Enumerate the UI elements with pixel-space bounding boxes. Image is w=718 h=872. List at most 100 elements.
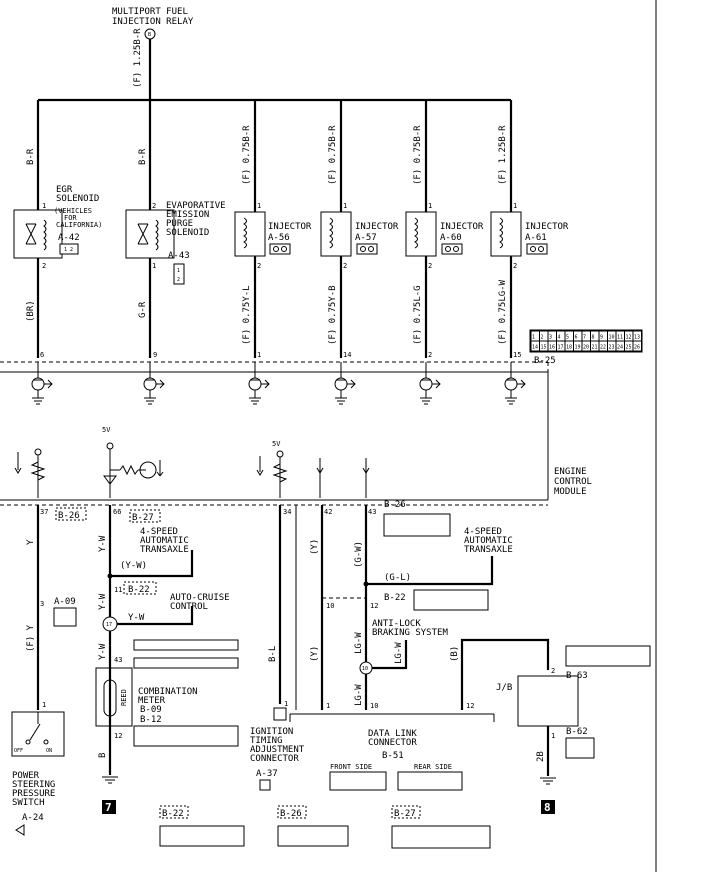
svg-text:2: 2 bbox=[513, 262, 517, 270]
svg-text:B-26: B-26 bbox=[58, 511, 80, 521]
b25-pin-number: 2 bbox=[541, 335, 544, 341]
egr-label-1: EGR bbox=[56, 185, 73, 195]
egr-note-2: FOR bbox=[64, 214, 77, 222]
purge-connector: A-43 bbox=[168, 251, 190, 261]
at-label-3: TRANSAXLE bbox=[140, 545, 189, 555]
wire-b: B bbox=[98, 753, 108, 758]
svg-text:7: 7 bbox=[105, 801, 112, 814]
ps-label-4: SWITCH bbox=[12, 798, 45, 808]
injector-4-connector: A-61 bbox=[525, 233, 547, 243]
b22b-face bbox=[413, 589, 489, 611]
wire-label-inj3-top: (F) 0.75B-R bbox=[413, 125, 423, 185]
b12-face bbox=[133, 725, 239, 747]
b25-pin-number: 18 bbox=[566, 345, 572, 351]
ecm-pin-egr: 6 bbox=[40, 351, 44, 359]
svg-text:B-22: B-22 bbox=[162, 809, 184, 819]
ground-ref-8 bbox=[541, 800, 555, 814]
cm-label-1: COMBINATION bbox=[138, 687, 198, 697]
b25-pin-number: 1 bbox=[532, 335, 535, 341]
abs-label-2: BRAKING SYSTEM bbox=[372, 628, 448, 638]
wire-gw: (G-W) bbox=[354, 541, 364, 568]
b25-pin-number: 10 bbox=[609, 335, 615, 341]
acc-label-2: CONTROL bbox=[170, 602, 208, 612]
b25-pin-number: 13 bbox=[634, 335, 640, 341]
dlc-front-face bbox=[329, 771, 387, 791]
ecm-pin-inj2: 14 bbox=[343, 351, 351, 359]
it-label-4: CONNECTOR bbox=[250, 754, 299, 764]
injector-1-connector: A-56 bbox=[268, 233, 290, 243]
wire-y: Y bbox=[26, 539, 36, 545]
svg-text:1: 1 bbox=[513, 202, 517, 210]
b25-pin-number: 7 bbox=[583, 335, 586, 341]
b26b-face bbox=[383, 513, 451, 537]
cm-connector-2: B-12 bbox=[140, 715, 162, 725]
svg-text:2: 2 bbox=[428, 262, 432, 270]
purge-wire-gr: G-R bbox=[138, 301, 148, 318]
relay-title-line1: MULTIPORT FUEL bbox=[112, 7, 188, 17]
bottom-connector-b26: B-26 bbox=[277, 805, 349, 847]
svg-text:1: 1 bbox=[343, 202, 347, 210]
b25-pin-number: 23 bbox=[609, 345, 615, 351]
pin-dl12: 12 bbox=[466, 702, 474, 710]
combination-meter: REED bbox=[95, 667, 133, 727]
fuel-injection-relay: MULTIPORT FUEL INJECTION RELAY B (F) 1.2… bbox=[112, 7, 194, 88]
driver-transistor-icon bbox=[248, 362, 270, 405]
cm-connector-1: B-09 bbox=[140, 705, 162, 715]
pin-dl1: 1 bbox=[326, 702, 330, 710]
svg-text:8: 8 bbox=[544, 801, 551, 814]
svg-text:10: 10 bbox=[362, 666, 368, 672]
b25-pin-number: 15 bbox=[541, 345, 547, 351]
egr-label-2: SOLENOID bbox=[56, 194, 99, 204]
abs-label-1: ANTI-LOCK bbox=[372, 619, 421, 629]
egr-wire-br: (BR) bbox=[26, 300, 36, 322]
wire-y2: (Y) bbox=[310, 646, 320, 662]
svg-text:17: 17 bbox=[106, 622, 112, 628]
b09-face-2 bbox=[133, 657, 239, 669]
injector-1-label: INJECTOR bbox=[268, 222, 312, 232]
svg-text:1: 1 bbox=[257, 202, 261, 210]
pin-ps: 1 bbox=[42, 701, 46, 709]
ps-label-2: STEERING bbox=[12, 780, 55, 790]
at-label-2: AUTOMATIC bbox=[140, 536, 189, 546]
ground-icon-7 bbox=[102, 776, 118, 784]
injector-2-label: INJECTOR bbox=[355, 222, 399, 232]
wire-label-purge-br: B-R bbox=[138, 148, 148, 165]
svg-text:1: 1 bbox=[428, 202, 432, 210]
power-steering-switch: OFF ON bbox=[11, 711, 65, 757]
svg-text:B-22: B-22 bbox=[128, 585, 150, 595]
injector-2-wire: (F) 0.75Y-B bbox=[328, 285, 338, 345]
at2-label-3: TRANSAXLE bbox=[464, 545, 513, 555]
b25-pin-number: 11 bbox=[617, 335, 623, 341]
egr-connector: A-42 bbox=[58, 233, 80, 243]
wire-lgw: LG-W bbox=[354, 632, 364, 654]
pin-66: 66 bbox=[113, 508, 121, 516]
wire-bl: B-L bbox=[268, 646, 278, 662]
injector-3: 1 2 INJECTOR A-60 bbox=[405, 202, 484, 270]
wire-to-at2 bbox=[366, 556, 494, 586]
injector-4: 1 2 INJECTOR A-61 bbox=[490, 202, 569, 270]
dl-rear-side: REAR SIDE bbox=[414, 763, 452, 771]
b25-pin-number: 8 bbox=[592, 335, 595, 341]
svg-text:2: 2 bbox=[257, 262, 261, 270]
b25-pin-number: 17 bbox=[558, 345, 564, 351]
purge-pin-bot: 1 bbox=[152, 262, 156, 270]
pin-jb2: 2 bbox=[551, 667, 555, 675]
svg-text:B-27: B-27 bbox=[394, 809, 416, 819]
wire-label-inj4-top: (F) 1.25B-R bbox=[498, 125, 508, 185]
injector-4-label: INJECTOR bbox=[525, 222, 569, 232]
wire-to-acc bbox=[117, 606, 194, 626]
dl-connector: B-51 bbox=[382, 751, 404, 761]
relay-title-line2: INJECTION RELAY bbox=[112, 17, 194, 27]
connector-b22-small bbox=[123, 581, 157, 595]
driver-transistor-icon bbox=[143, 362, 165, 405]
b25-pin-number: 3 bbox=[549, 335, 552, 341]
svg-text:2: 2 bbox=[343, 262, 347, 270]
purge-label-1: EVAPORATIVE bbox=[166, 201, 226, 211]
ps-connector: A-24 bbox=[22, 813, 44, 823]
wire-label-inj2-top: (F) 0.75B-R bbox=[328, 125, 338, 185]
purge-label-2: EMISSION bbox=[166, 210, 209, 220]
ground-icon-8 bbox=[540, 777, 556, 785]
wire-b-to-jb bbox=[460, 638, 550, 710]
svg-text:B-27: B-27 bbox=[132, 513, 154, 523]
wire-b-paren: (B) bbox=[450, 646, 460, 662]
